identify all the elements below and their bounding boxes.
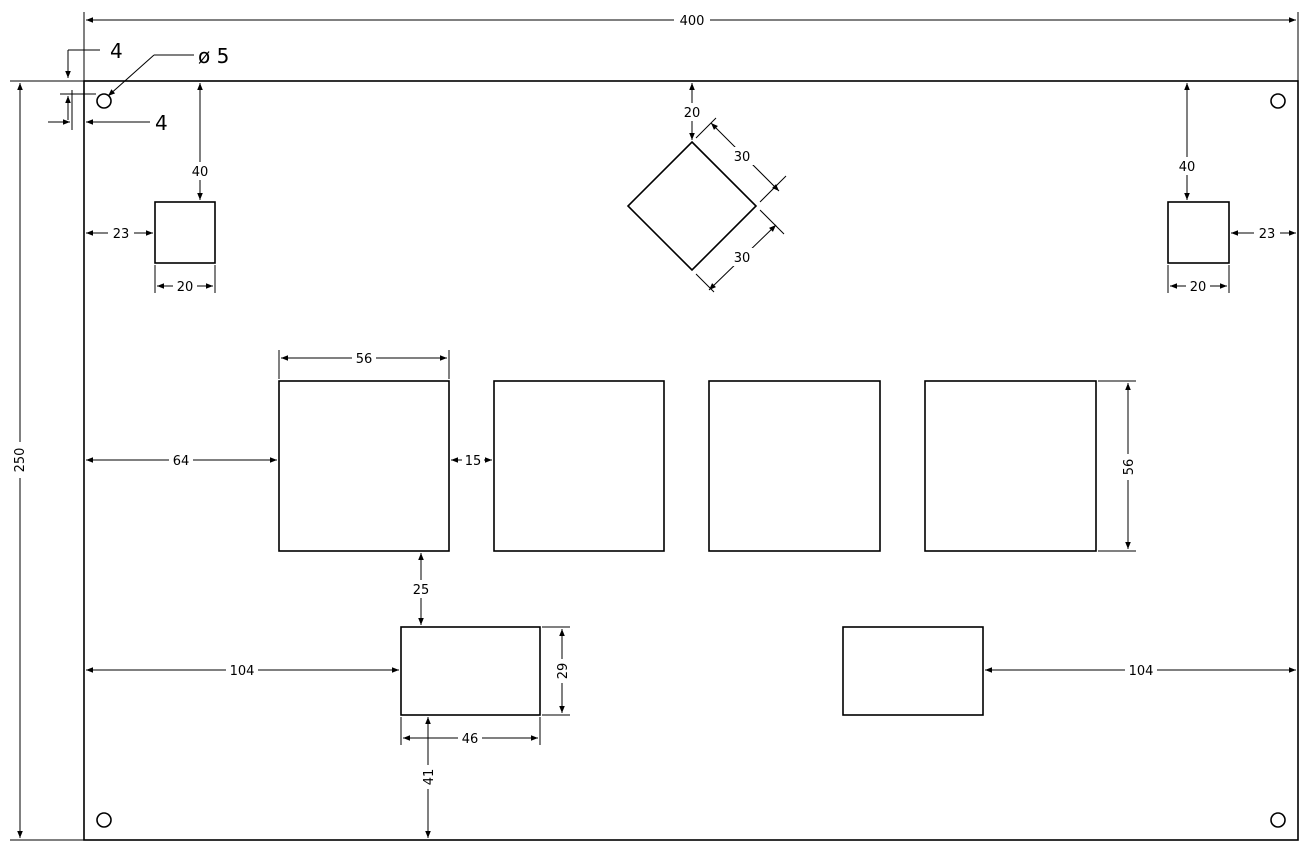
dim-big-to-rect-gap: 25 (413, 583, 430, 598)
dim-small-square-width-right: 20 (1190, 280, 1207, 295)
dim-hole-offset-x: 4 (155, 111, 168, 135)
big-square-2 (493, 380, 665, 552)
dim-rect-left-offset: 104 (230, 664, 255, 679)
corner-hole-top-right (1270, 93, 1286, 109)
dim-rect-width: 46 (462, 732, 479, 747)
dim-rect-bottom-offset: 41 (422, 769, 437, 786)
dim-small-square-side-right: 23 (1259, 227, 1276, 242)
dim-big-square-height: 56 (1122, 459, 1137, 476)
dim-small-square-width-left: 20 (177, 280, 194, 295)
big-square-3 (708, 380, 881, 552)
dim-hole-offset-y: 4 (110, 39, 123, 63)
dim-small-square-top-right: 40 (1179, 160, 1196, 175)
dim-small-square-top-left: 40 (192, 165, 209, 180)
dim-diamond-edge-lower: 30 (734, 251, 751, 266)
dim-big-square-width: 56 (356, 352, 373, 367)
dim-big-square-gap: 15 (465, 454, 482, 469)
dim-plate-width: 400 (680, 14, 705, 29)
rect-cutout-right (842, 626, 984, 716)
rect-cutout-left (400, 626, 541, 716)
corner-hole-bottom-right (1270, 812, 1286, 828)
small-square-left (154, 201, 216, 264)
dim-diamond-edge-upper: 30 (734, 150, 751, 165)
big-square-4 (924, 380, 1097, 552)
dim-small-square-side-left: 23 (113, 227, 130, 242)
dim-diamond-top: 20 (684, 106, 701, 121)
small-square-right (1167, 201, 1230, 264)
dim-rect-right-offset: 104 (1129, 664, 1154, 679)
dim-big-square-left-offset: 64 (173, 454, 190, 469)
dim-plate-height: 250 (13, 448, 28, 473)
big-square-1 (278, 380, 450, 552)
dim-rect-height: 29 (556, 663, 571, 680)
plate-outline (83, 80, 1299, 841)
corner-hole-bottom-left (96, 812, 112, 828)
dim-hole-diameter: ø 5 (198, 44, 229, 68)
corner-hole-top-left (96, 93, 112, 109)
